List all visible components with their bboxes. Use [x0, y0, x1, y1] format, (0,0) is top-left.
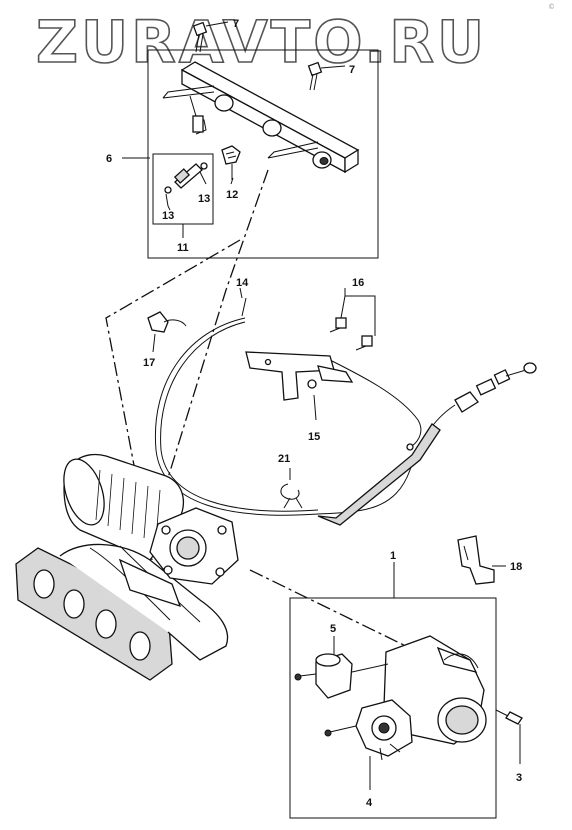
clip-12 — [221, 145, 241, 180]
label-6: 6 — [106, 153, 112, 165]
watermark-text: ZURAVTO.RU — [36, 8, 487, 76]
label-11: 11 — [177, 242, 189, 254]
throttle-body — [294, 635, 523, 761]
label-3: 3 — [516, 772, 522, 784]
bolts-16 — [329, 288, 376, 351]
label-15: 15 — [308, 431, 320, 443]
cable-bracket — [245, 351, 354, 421]
label-7-right: 7 — [349, 64, 355, 76]
label-13-left: 13 — [162, 210, 174, 222]
label-21: 21 — [278, 453, 290, 465]
label-5: 5 — [330, 623, 336, 635]
throttle-cable — [154, 297, 537, 526]
label-1: 1 — [390, 550, 396, 562]
label-4: 4 — [366, 797, 373, 809]
label-16: 16 — [352, 277, 364, 289]
intake-manifold — [15, 453, 239, 681]
throttle-body-box — [249, 569, 497, 819]
fuel-rail — [162, 61, 360, 174]
label-17: 17 — [143, 357, 155, 369]
bracket-18 — [457, 535, 495, 585]
fuel-injector — [164, 162, 208, 207]
label-14: 14 — [236, 277, 249, 289]
corner-mark: © — [548, 3, 555, 11]
connector-17 — [147, 311, 187, 353]
label-12: 12 — [226, 189, 238, 201]
label-7-top: 7 — [233, 18, 239, 30]
label-18: 18 — [510, 561, 522, 573]
leader-lines — [122, 157, 521, 790]
clip-21 — [280, 468, 303, 509]
label-13-right: 13 — [198, 193, 210, 205]
bolt-7-left — [192, 21, 229, 53]
bolt-7-right — [307, 61, 346, 91]
